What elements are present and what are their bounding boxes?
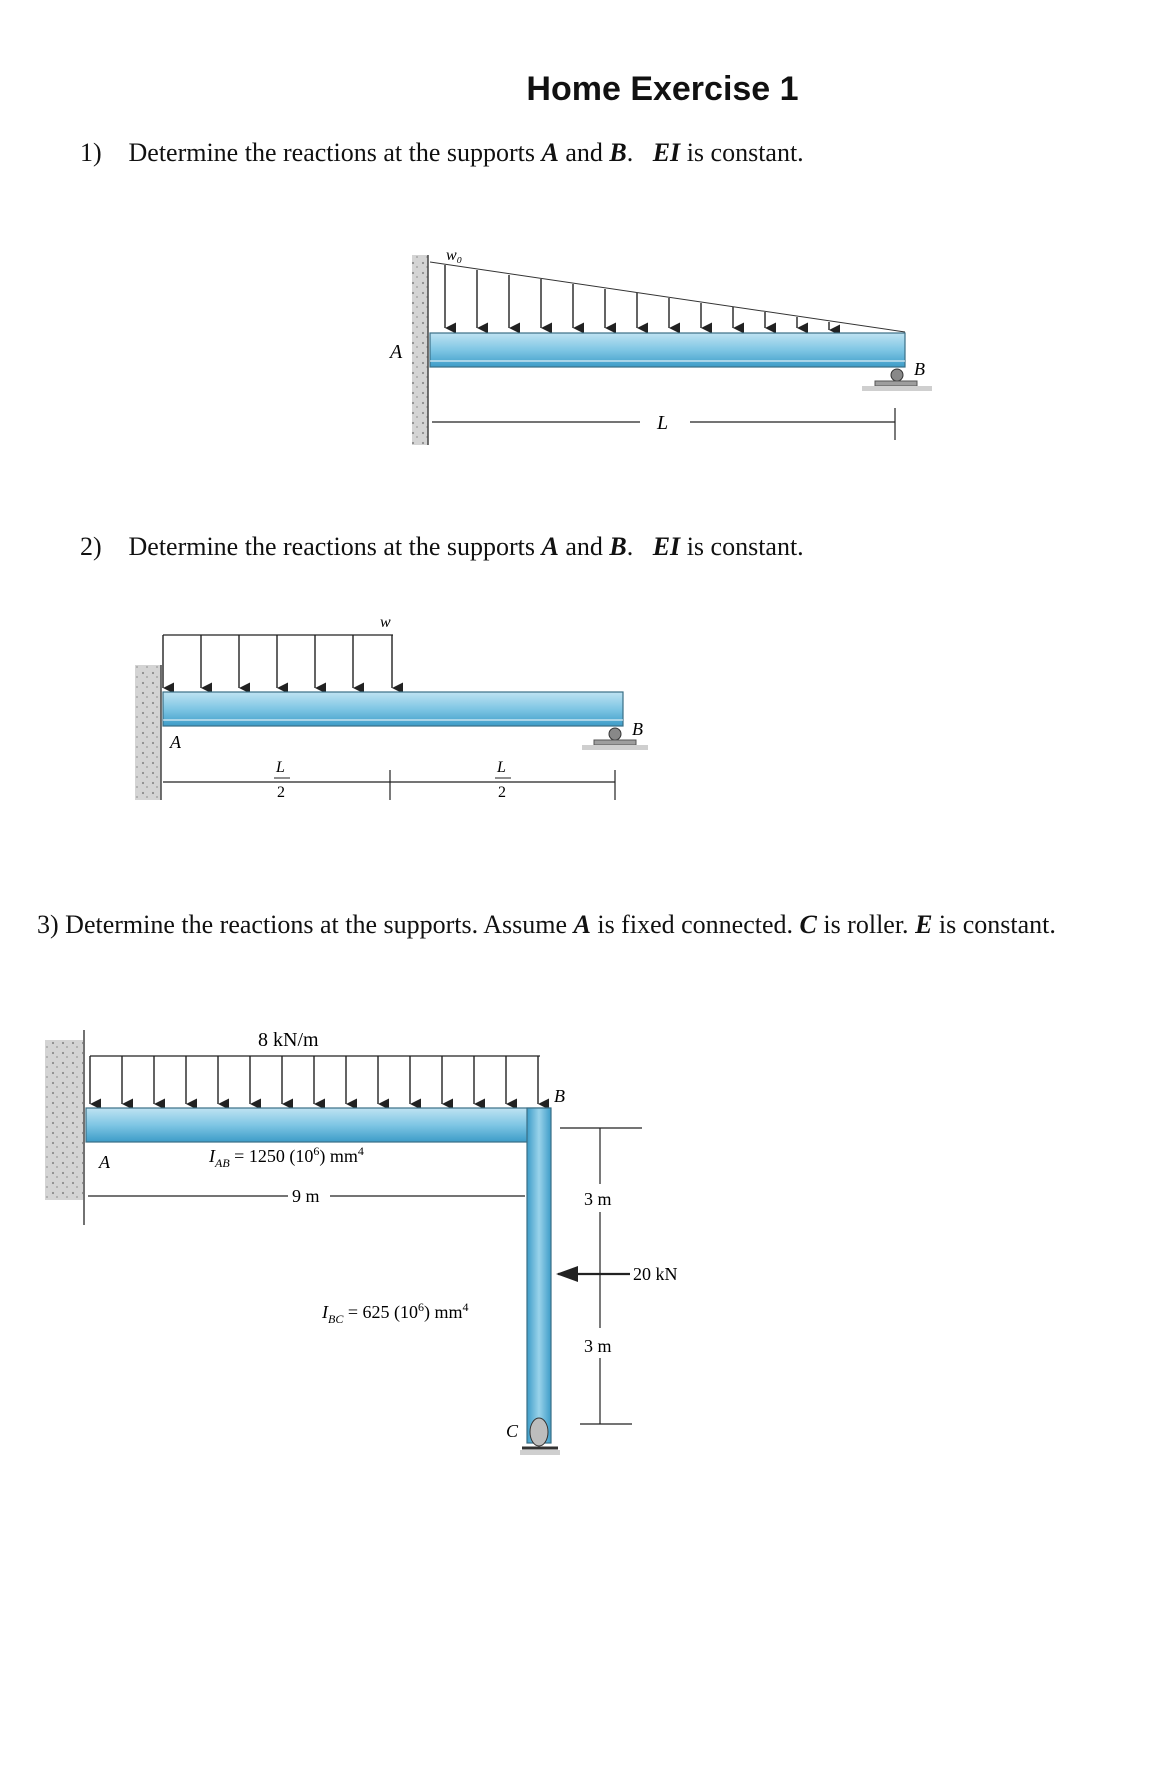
support-label-b: B <box>632 719 643 739</box>
height-label-bottom: 3 m <box>584 1336 612 1356</box>
var-ei: EI <box>652 138 681 167</box>
point-load-label: 20 kN <box>633 1264 678 1284</box>
roller-support-c <box>529 1417 549 1447</box>
roller-support-b <box>890 368 904 382</box>
fixed-wall-a <box>45 1040 83 1200</box>
var-a: A <box>573 910 591 939</box>
problem-number: 1) <box>80 138 102 167</box>
support-label-a: A <box>388 341 403 363</box>
var-b: B <box>609 532 627 561</box>
figure-3: 8 kN/m A B C IAB = 1250 (106) mm4 9 m IB… <box>45 1029 678 1455</box>
distributed-load-arrows <box>444 265 841 336</box>
var-e: E <box>915 910 933 939</box>
problem-2-statement: 2) Determine the reactions at the suppor… <box>80 530 804 564</box>
var-a: A <box>541 532 559 561</box>
statement-text: is constant. <box>932 910 1056 939</box>
statement-text: and <box>558 532 610 561</box>
statement-text: is constant. <box>680 532 804 561</box>
beam-ab <box>85 1107 551 1143</box>
var-a: A <box>541 138 559 167</box>
column-bc <box>526 1107 552 1444</box>
moment-of-inertia-bc: IBC = 625 (106) mm4 <box>321 1300 469 1326</box>
problem-number: 2) <box>80 532 102 561</box>
fixed-wall-a <box>412 255 428 445</box>
segment-2-denominator: 2 <box>498 784 506 801</box>
fixed-wall-a <box>135 665 161 800</box>
support-label-a: A <box>169 732 182 752</box>
uniform-load-arrows <box>162 635 404 694</box>
load-label-w: w <box>380 614 391 631</box>
figure-2: w A B L 2 L 2 <box>135 614 648 801</box>
page-title: Home Exercise 1 <box>526 70 799 108</box>
joint-label-b: B <box>554 1086 565 1106</box>
problem-3-statement: 3) Determine the reactions at the suppor… <box>37 908 1147 942</box>
segment-1-denominator: 2 <box>277 784 285 801</box>
support-label-a: A <box>98 1152 111 1172</box>
figure-1: w₀ A B L <box>388 247 932 445</box>
var-ei: EI <box>652 532 681 561</box>
roller-support-b <box>608 727 622 741</box>
var-b: B <box>609 138 627 167</box>
var-c: C <box>799 910 817 939</box>
span-label-ab: 9 m <box>292 1186 320 1206</box>
statement-text: and <box>558 138 610 167</box>
span-label-l: L <box>656 412 668 434</box>
statement-text: Determine the reactions at the supports <box>128 138 542 167</box>
problem-number: 3) <box>37 910 59 939</box>
uniform-load-arrows <box>89 1056 550 1110</box>
moment-of-inertia-ab: IAB = 1250 (106) mm4 <box>208 1144 364 1170</box>
statement-text: Determine the reactions at the supports.… <box>58 910 574 939</box>
support-label-c: C <box>506 1421 519 1441</box>
statement-text: is fixed connected. <box>590 910 800 939</box>
load-profile <box>429 261 906 333</box>
statement-text: . <box>626 138 653 167</box>
beam-2 <box>162 691 624 727</box>
statement-text: is constant. <box>680 138 804 167</box>
statement-text: . <box>626 532 653 561</box>
beam-1 <box>429 332 906 368</box>
problem-1-statement: 1) Determine the reactions at the suppor… <box>80 136 804 170</box>
support-label-b: B <box>914 359 925 379</box>
load-label: 8 kN/m <box>258 1029 319 1051</box>
load-label-w0: w₀ <box>446 247 462 264</box>
segment-2-numerator: L <box>496 759 506 776</box>
height-label-top: 3 m <box>584 1189 612 1209</box>
segment-1-numerator: L <box>275 759 285 776</box>
statement-text: Determine the reactions at the supports <box>128 532 542 561</box>
statement-text: is roller. <box>816 910 916 939</box>
